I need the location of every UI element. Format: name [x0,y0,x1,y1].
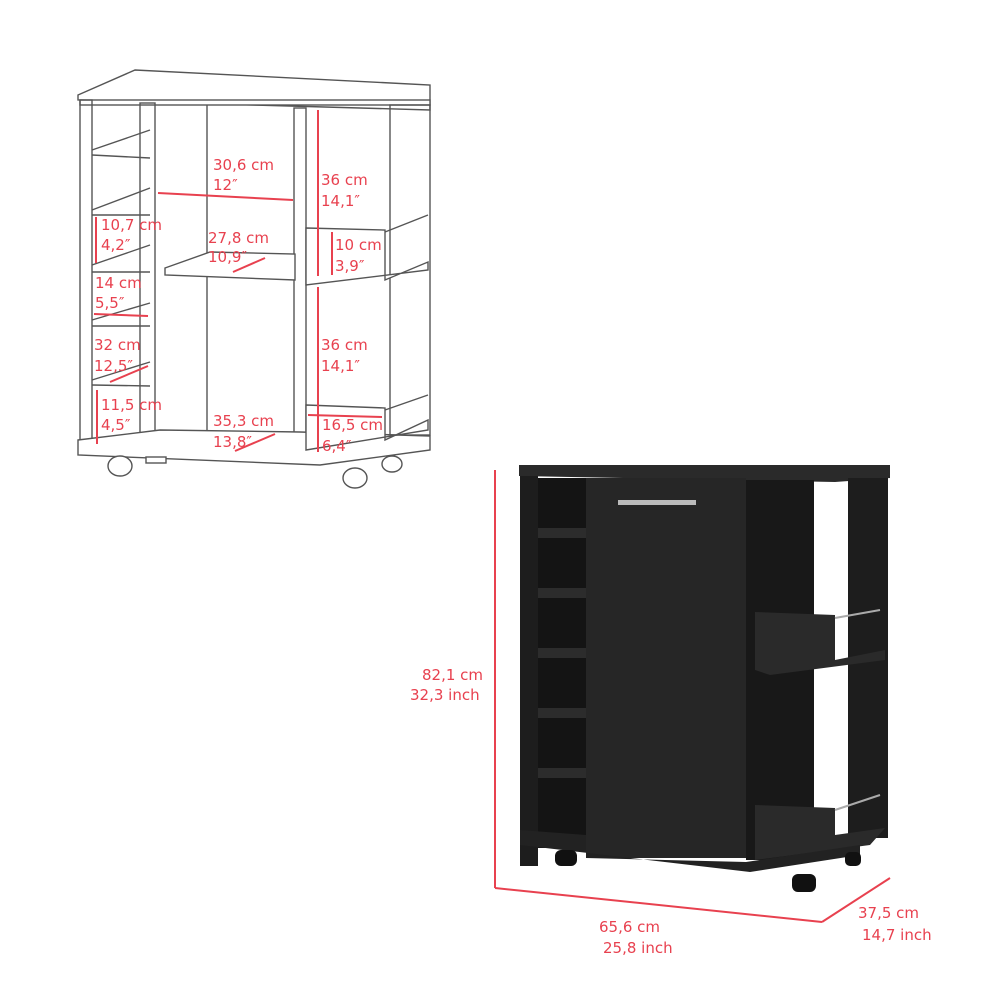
label-in: 5,5″ [95,294,125,312]
label-cm: 14 cm [95,274,142,292]
cabinet-door [586,478,746,858]
line-drawing-labels: 30,6 cm 12″ 36 cm 14,1″ 10,7 cm 4,2″ 27,… [94,156,383,455]
label-in: 3,9″ [335,257,365,275]
label-in: 4,5″ [101,416,131,434]
label-in: 6,4″ [322,437,352,455]
label-in: 13,8″ [213,433,252,451]
label-cm: 10,7 cm [101,216,162,234]
label-in: 14,1″ [321,357,360,375]
label-cm: 36 cm [321,336,368,354]
height-cm: 82,1 cm [422,666,483,684]
depth-cm: 37,5 cm [858,904,919,922]
label-cm: 32 cm [94,336,141,354]
door-handle [618,500,696,505]
depth-in: 14,7 inch [862,926,932,944]
product-dimension-labels: 82,1 cm 32,3 inch 65,6 cm 25,8 inch 37,5… [410,666,932,957]
label-in: 10,9″ [208,248,247,266]
line-drawing-dimension-arrows [93,110,383,452]
label-cm: 36 cm [321,171,368,189]
product-dimension-lines [494,470,891,923]
label-cm: 11,5 cm [101,396,162,414]
label-in: 12″ [213,176,238,194]
height-in: 32,3 inch [410,686,480,704]
label-cm: 27,8 cm [208,229,269,247]
width-cm: 65,6 cm [599,918,660,936]
label-cm: 30,6 cm [213,156,274,174]
product-cabinet [519,465,890,892]
label-cm: 10 cm [335,236,382,254]
label-in: 12,5″ [94,357,133,375]
label-in: 14,1″ [321,192,360,210]
width-in: 25,8 inch [603,939,673,957]
label-in: 4,2″ [101,236,131,254]
line-drawing [77,69,431,489]
label-cm: 16,5 cm [322,416,383,434]
label-cm: 35,3 cm [213,412,274,430]
